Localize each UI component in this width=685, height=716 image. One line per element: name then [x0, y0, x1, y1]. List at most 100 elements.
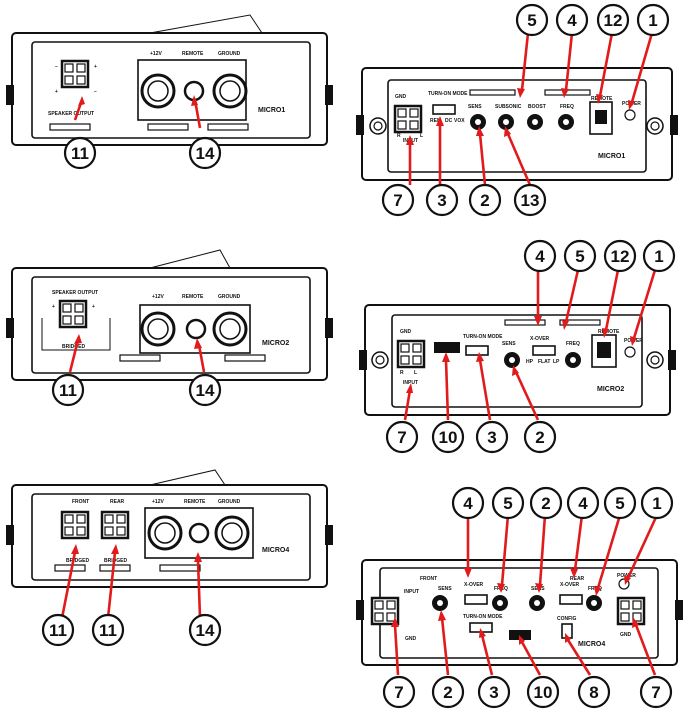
svg-text:MICRO1: MICRO1: [598, 153, 625, 160]
svg-text:+12V: +12V: [152, 294, 164, 300]
svg-text:11: 11: [49, 621, 67, 640]
callout-10: 10: [526, 675, 560, 709]
svg-text:4: 4: [535, 247, 545, 266]
svg-text:+: +: [92, 304, 95, 310]
svg-text:FLAT: FLAT: [538, 359, 550, 365]
callout-1: 1: [642, 239, 676, 273]
svg-text:+12V: +12V: [152, 499, 164, 505]
callout-1: 1: [640, 486, 674, 520]
svg-text:REMOTE: REMOTE: [598, 329, 620, 335]
svg-text:13: 13: [521, 191, 540, 210]
svg-text:BRIDGED: BRIDGED: [62, 344, 85, 350]
svg-text:1: 1: [652, 494, 661, 513]
svg-text:BRIDGED: BRIDGED: [66, 558, 89, 564]
svg-text:GROUND: GROUND: [218, 499, 241, 505]
svg-text:2: 2: [535, 428, 544, 447]
sens-knob: [504, 352, 520, 368]
svg-text:3: 3: [489, 683, 498, 702]
svg-text:5: 5: [575, 247, 584, 266]
callout-5: 5: [563, 239, 597, 273]
svg-text:8: 8: [589, 683, 598, 702]
front-speaker-terminal: [60, 510, 90, 540]
svg-text:SENS: SENS: [438, 586, 452, 592]
callout-12: 12: [596, 3, 630, 37]
svg-text:10: 10: [439, 428, 458, 447]
callout-2: 2: [529, 486, 563, 520]
svg-text:MICRO4: MICRO4: [262, 547, 289, 554]
micro1-front-panel: − + + − SPEAKER OUTPUT +12V REMOTE GROUN…: [6, 14, 333, 170]
plus12v-label: +12V: [150, 51, 162, 57]
svg-text:HP: HP: [526, 359, 534, 365]
svg-text:MICRO4: MICRO4: [578, 641, 605, 648]
svg-text:REAR: REAR: [570, 576, 585, 582]
callout-7: 7: [639, 675, 673, 709]
svg-text:5: 5: [527, 11, 536, 30]
svg-text:L: L: [414, 370, 417, 376]
svg-text:L: L: [420, 133, 423, 139]
callout-5: 5: [515, 3, 549, 37]
svg-text:GND: GND: [620, 632, 632, 638]
svg-text:REMOTE: REMOTE: [184, 499, 206, 505]
callout-2: 2: [468, 183, 502, 217]
svg-text:14: 14: [196, 621, 215, 640]
svg-text:7: 7: [394, 683, 403, 702]
callout-11: 11: [63, 136, 97, 170]
svg-text:BOOST: BOOST: [528, 104, 546, 110]
svg-text:2: 2: [541, 494, 550, 513]
input-terminal: [396, 339, 426, 369]
svg-text:DC: DC: [445, 118, 453, 124]
callout-2: 2: [431, 675, 465, 709]
remote-label: REMOTE: [182, 51, 204, 57]
callout-14: 14: [188, 136, 222, 170]
svg-text:FRONT: FRONT: [420, 576, 437, 582]
callout-10: 10: [431, 420, 465, 454]
svg-text:MICRO2: MICRO2: [597, 386, 624, 393]
callout-5: 5: [603, 486, 637, 520]
sens-knob: [470, 114, 486, 130]
svg-text:X-OVER: X-OVER: [464, 582, 484, 588]
svg-text:SENS: SENS: [468, 104, 482, 110]
svg-text:INPUT: INPUT: [404, 589, 419, 595]
svg-text:FRONT: FRONT: [72, 499, 89, 505]
svg-text:GND: GND: [405, 636, 417, 642]
svg-text:BRIDGED: BRIDGED: [104, 558, 127, 564]
svg-text:1: 1: [654, 247, 663, 266]
svg-text:12: 12: [611, 247, 630, 266]
speaker-output-label: SPEAKER OUTPUT: [48, 111, 94, 117]
micro4-rear-panel: INPUT GND FRONT SENS X-OVER FREQ SENS RE…: [356, 486, 683, 709]
svg-text:POWER: POWER: [617, 573, 636, 579]
ground-label: GROUND: [218, 51, 241, 57]
svg-text:4: 4: [463, 494, 473, 513]
callout-4: 4: [555, 3, 589, 37]
svg-text:5: 5: [615, 494, 624, 513]
svg-text:11: 11: [99, 621, 117, 640]
plus12v-terminal: [140, 73, 176, 109]
front-sens-knob: [432, 595, 448, 611]
rear-sens-knob: [529, 595, 545, 611]
svg-text:2: 2: [443, 683, 452, 702]
svg-text:SENS: SENS: [502, 341, 516, 347]
callout-3: 3: [477, 675, 511, 709]
rear-freq-knob: [586, 595, 602, 611]
svg-text:TURN-ON MODE: TURN-ON MODE: [463, 334, 503, 340]
svg-text:2: 2: [480, 191, 489, 210]
input-terminal-right: [616, 596, 646, 626]
power-led: [624, 109, 636, 121]
callout-7: 7: [381, 183, 415, 217]
svg-text:R: R: [397, 133, 401, 139]
plus-label: +: [94, 64, 97, 70]
svg-text:SUBSONIC: SUBSONIC: [495, 104, 522, 110]
speaker-output-terminal: [60, 59, 90, 89]
callout-11: 11: [91, 613, 125, 647]
svg-text:GROUND: GROUND: [218, 294, 241, 300]
callout-13: 13: [513, 183, 547, 217]
svg-text:GND: GND: [400, 329, 412, 335]
callout-7: 7: [382, 675, 416, 709]
callout-4: 4: [523, 239, 557, 273]
callout-5: 5: [491, 486, 525, 520]
turnon-switch: [432, 104, 456, 115]
callout-11: 11: [51, 373, 85, 407]
svg-text:+: +: [52, 304, 55, 310]
front-freq-knob: [492, 595, 508, 611]
